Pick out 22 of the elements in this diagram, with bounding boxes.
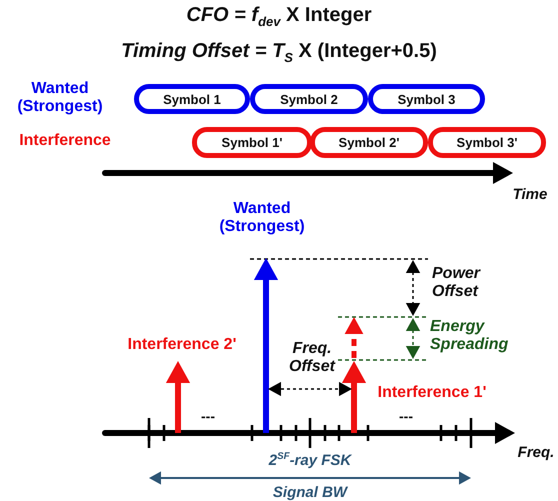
annotation: Power Offset (432, 265, 482, 302)
signal-label: Wanted (Strongest) (218, 200, 306, 237)
row-label: Wanted (Strongest) (16, 80, 104, 117)
ellipsis: --- (200, 408, 216, 424)
symbol-box: Symbol 2 (250, 84, 368, 114)
symbol-box: Symbol 2' (310, 127, 428, 158)
ellipsis: --- (398, 408, 414, 424)
formula: Timing Offset = T$_{S}$ X (Integer+0.5) (120, 40, 438, 66)
annotation: 2$^{SF}$-ray FSK (268, 451, 353, 470)
annotation: Energy Spreading (430, 318, 510, 355)
signal-label: Interference 2' (126, 336, 238, 354)
formula: CFO = f$_{dev}$ X Integer (185, 4, 373, 30)
row-label: Interference (18, 132, 112, 150)
signal-label: Interference 1' (376, 384, 488, 402)
annotation: Freq. Offset (288, 340, 336, 377)
symbol-box: Symbol 1' (192, 127, 312, 158)
symbol-box: Symbol 3' (428, 127, 546, 158)
annotation: Signal BW (272, 484, 349, 501)
symbol-box: Symbol 1 (134, 84, 250, 114)
symbol-box: Symbol 3 (368, 84, 485, 114)
axis-label: Freq. (516, 444, 556, 462)
axis-label: Time (512, 186, 548, 204)
